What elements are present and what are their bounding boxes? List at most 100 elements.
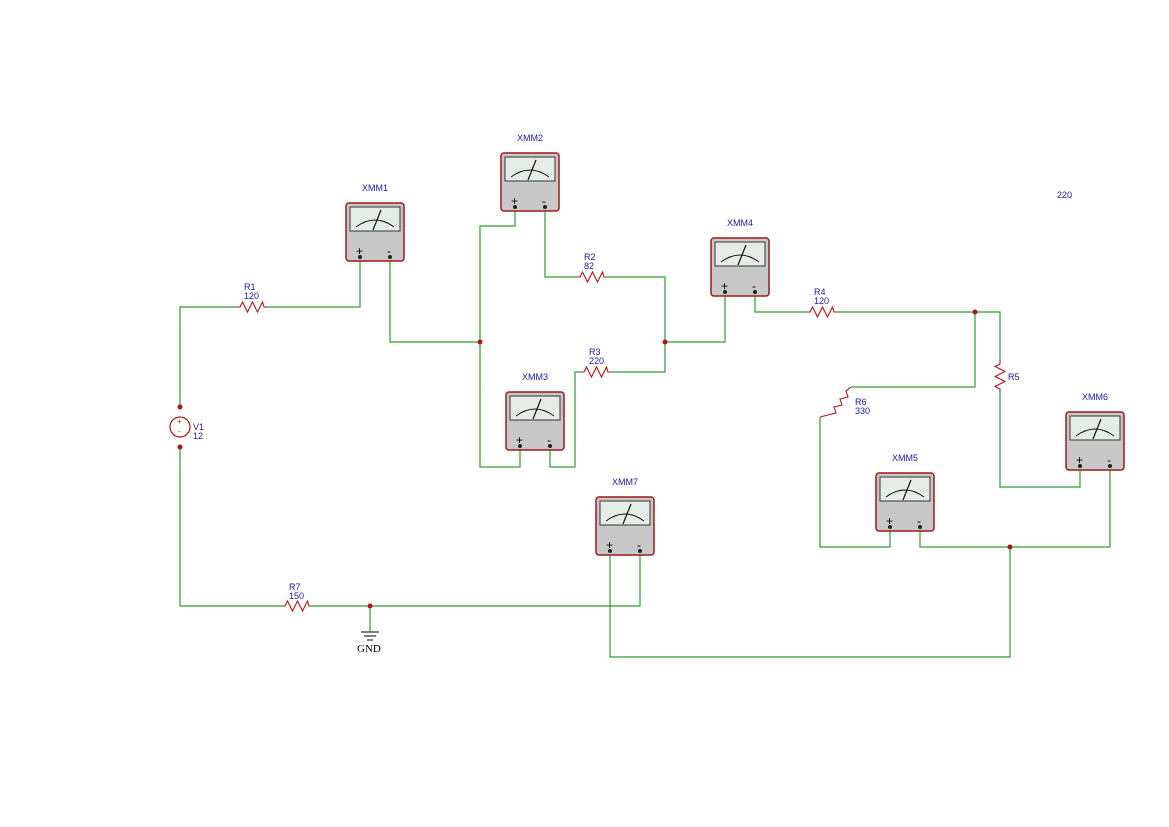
wire [754,292,806,313]
multimeter-label: XMM3 [522,372,548,382]
wire [544,207,576,278]
multimeter-label: XMM2 [517,133,543,143]
resistor-r5-symbol [993,360,1007,392]
junctions [177,309,1013,609]
wire [479,207,516,342]
resistor-r4-symbol [806,305,836,319]
multimeter-xmm5[interactable]: XMM5 + - [875,453,935,532]
multimeter-display [599,500,651,526]
resistor-r2-symbol [576,270,606,284]
multimeter-plus: + [1076,453,1083,467]
loose-value-label: 220 [1057,190,1072,200]
multimeter-minus-terminal[interactable] [638,549,642,553]
multimeter-plus-terminal[interactable] [608,549,612,553]
multimeter-minus: - [637,538,641,552]
resistor-r4[interactable]: R4 120 [806,287,836,319]
multimeter-minus: - [752,279,756,293]
resistor-r1-value: 120 [244,291,259,301]
multimeter-plus: + [721,279,728,293]
voltage-source-plus: + [177,417,182,426]
resistor-r7[interactable]: R7 150 [281,582,311,613]
multimeter-label: XMM1 [362,183,388,193]
multimeter-label: XMM5 [892,453,918,463]
junction-dot [367,603,373,609]
voltage-source-minus: - [178,427,181,436]
resistor-r2[interactable]: R2 82 [576,252,606,284]
multimeter-minus: - [917,514,921,528]
multimeter-plus-terminal[interactable] [888,525,892,529]
resistor-r3[interactable]: R3 220 [580,347,610,379]
resistor-r7-value: 150 [289,591,304,601]
resistor-r7-ref: R7 [289,582,301,592]
wires [179,207,1111,658]
voltage-source-v1[interactable]: + - V1 12 [169,416,204,441]
wire [389,257,480,343]
wire [819,417,891,548]
multimeter-plus-terminal[interactable] [723,290,727,294]
multimeter-plus-terminal[interactable] [518,444,522,448]
multimeter-minus: - [542,194,546,208]
multimeter-xmm7[interactable]: XMM7 + - [595,477,655,556]
wire [609,547,1011,658]
multimeter-minus-terminal[interactable] [543,205,547,209]
multimeter-xmm6[interactable]: XMM6 + - [1065,392,1125,471]
junction-dot [177,404,183,410]
meter-scale-arc [1075,428,1115,437]
meter-scale-arc [885,489,925,498]
multimeter-minus-terminal[interactable] [918,525,922,529]
multimeter-plus-terminal[interactable] [358,255,362,259]
wire [266,257,361,308]
resistor-r6-symbol [819,386,852,418]
wire [606,276,666,342]
multimeter-plus: + [356,244,363,258]
wire [851,312,976,388]
multimeter-plus: + [606,538,613,552]
resistor-r2-value: 82 [584,261,594,271]
wire [179,306,236,407]
multimeter-display [879,476,931,502]
meter-needle [532,398,542,420]
resistor-r6-value: 330 [855,406,870,416]
multimeter-xmm3[interactable]: XMM3 + - [505,372,565,451]
voltage-source-value: 12 [193,431,203,441]
junction-dot [177,444,183,450]
multimeter-plus: + [511,194,518,208]
multimeter-display [1069,415,1121,441]
meter-scale-arc [515,408,555,417]
multimeter-xmm2[interactable]: XMM2 + - [500,133,560,212]
multimeter-xmm1[interactable]: XMM1 + - [345,183,405,262]
multimeter-plus-terminal[interactable] [1078,464,1082,468]
meter-needle [372,209,382,231]
resistor-r5[interactable]: R5 [993,360,1020,392]
resistor-r6-ref: R6 [855,397,867,407]
meter-scale-arc [355,219,395,228]
ground-symbol[interactable]: GND [357,631,381,655]
multimeter-minus-terminal[interactable] [753,290,757,294]
meter-scale-arc [720,254,760,263]
resistor-r7-symbol [281,599,311,613]
meter-needle [737,244,747,266]
multimeter-minus-terminal[interactable] [388,255,392,259]
meter-scale-arc [605,513,645,522]
multimeter-minus-terminal[interactable] [548,444,552,448]
wire [1010,466,1111,548]
resistor-r6[interactable]: R6 330 [819,386,870,418]
junction-dot [662,339,668,345]
junction-dot [972,309,978,315]
multimeter-xmm4[interactable]: XMM4 + - [710,218,770,297]
multimeter-plus-terminal[interactable] [513,205,517,209]
multimeter-minus: - [547,433,551,447]
meter-scale-arc [510,169,550,178]
junction-dot [477,339,483,345]
multimeter-minus-terminal[interactable] [1108,464,1112,468]
wire [665,292,726,343]
multimeter-display [349,206,401,232]
resistor-r2-ref: R2 [584,252,596,262]
meter-needle [622,503,632,525]
meter-needle [902,479,912,501]
multimeter-label: XMM4 [727,218,753,228]
wire [370,551,641,607]
resistor-r1[interactable]: R1 120 [236,282,266,314]
junction-dot [1007,544,1013,550]
wire [999,392,1081,488]
